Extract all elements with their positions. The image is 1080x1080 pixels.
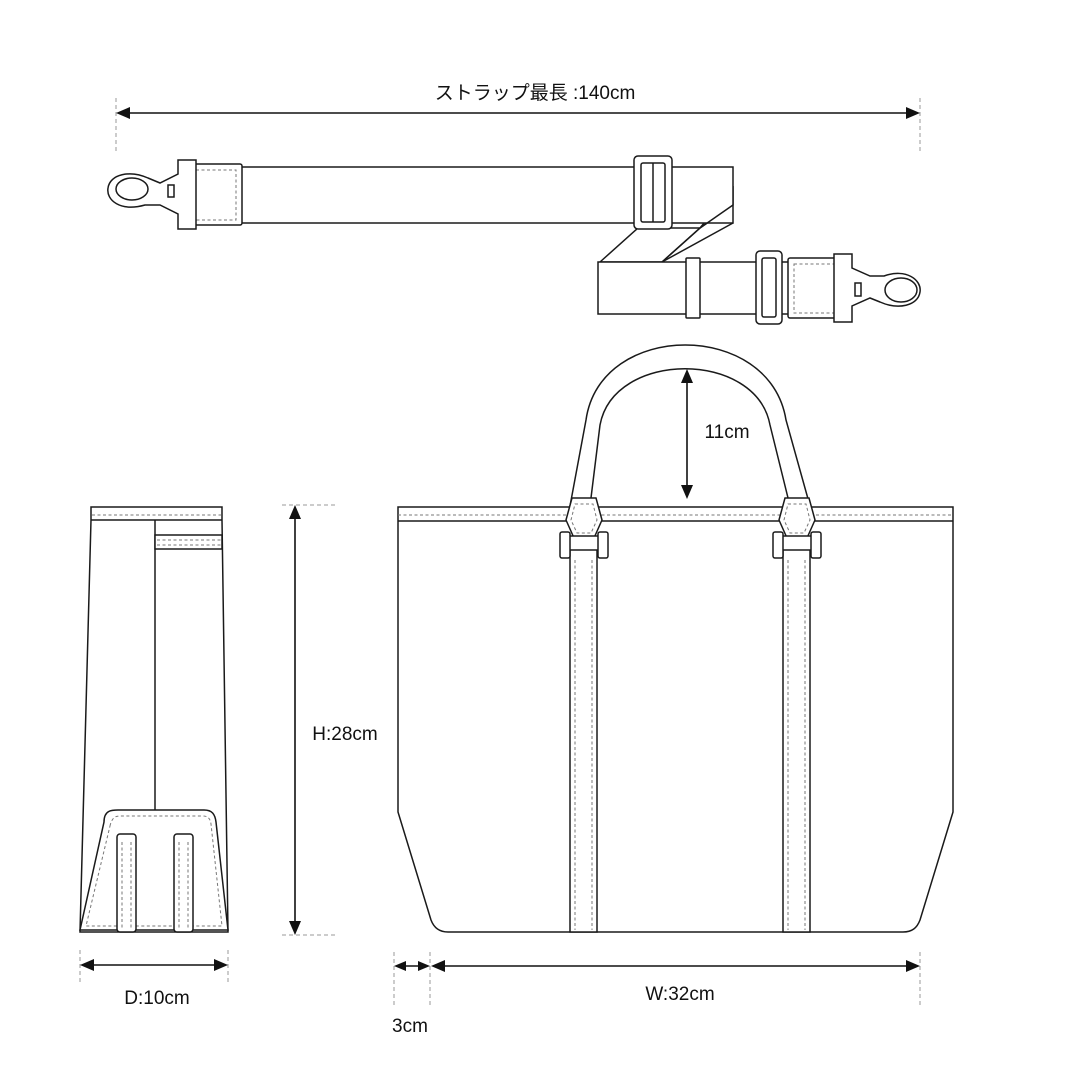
right-strap-clip: [755, 250, 921, 325]
handle-height-label: 11cm: [704, 422, 749, 443]
strap-fold: [598, 227, 702, 263]
height-label: H:28cm: [312, 724, 377, 745]
gusset-label: 3cm: [392, 1016, 428, 1037]
left-handle-attachment: [559, 497, 609, 559]
shoulder-strap: [107, 155, 921, 325]
bag-front-view: [397, 344, 954, 933]
bag-side-view: [79, 506, 229, 933]
strap-length-dimension: ストラップ最長 :140cm: [115, 82, 921, 152]
width-label: W:32cm: [645, 984, 714, 1005]
strap-length-label: ストラップ最長 :140cm: [435, 82, 636, 104]
depth-dimension: D:10cm: [79, 950, 229, 1009]
width-dimension: W:32cm 3cm: [392, 952, 921, 1037]
depth-label: D:10cm: [124, 988, 189, 1009]
handle-height-dimension: 11cm: [681, 369, 750, 499]
right-handle-attachment: [772, 497, 822, 559]
left-strap-clip: [107, 159, 243, 230]
bag-handles: [569, 344, 811, 507]
strap-keeper: [685, 257, 701, 319]
height-dimension: H:28cm: [282, 504, 378, 936]
strap-adjuster-slider: [633, 155, 673, 230]
